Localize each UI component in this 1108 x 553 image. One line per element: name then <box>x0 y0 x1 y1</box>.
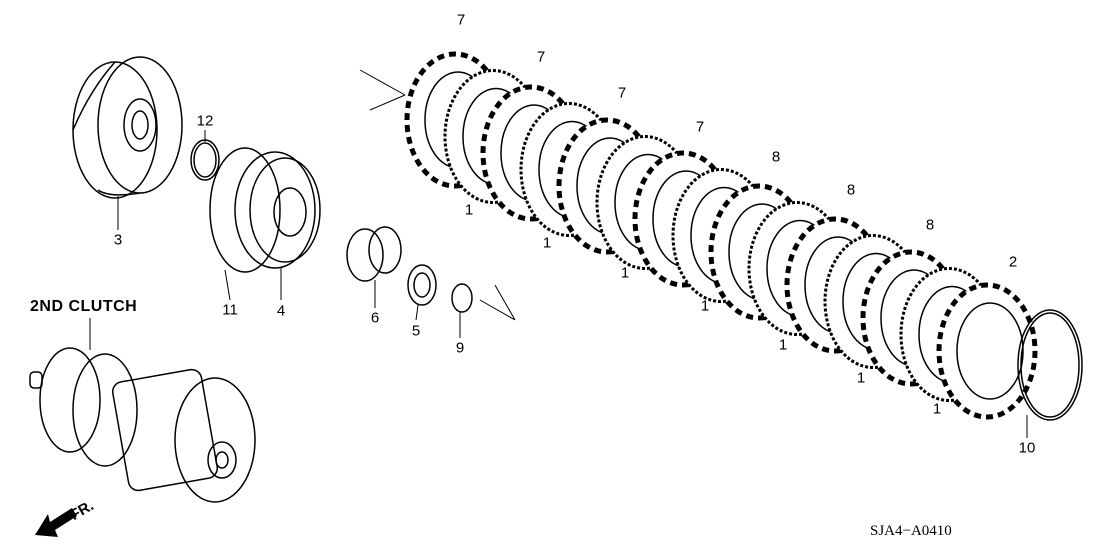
callout-1: 1 <box>700 297 710 315</box>
callout-7: 7 <box>456 11 466 29</box>
callout-7: 7 <box>617 84 627 102</box>
callout-8: 8 <box>925 216 935 234</box>
callout-1: 1 <box>620 264 630 282</box>
callout-1: 1 <box>778 336 788 354</box>
callout-2: 2 <box>1008 253 1018 271</box>
diagram-code: SJA4−A0410 <box>870 523 952 539</box>
snap-ring-part-10 <box>1017 309 1083 421</box>
clutch-plate-stack <box>404 51 1038 420</box>
piston-part-4-and-seal-11 <box>209 147 321 273</box>
plate-inner-edge <box>956 302 1024 400</box>
leader-lines <box>89 69 1028 438</box>
callout-10: 10 <box>1018 439 1036 457</box>
assembly-title: 2ND CLUTCH <box>30 298 138 315</box>
callout-1: 1 <box>932 400 942 418</box>
callout-9: 9 <box>455 339 465 357</box>
callout-8: 8 <box>771 148 781 166</box>
callout-4: 4 <box>276 302 286 320</box>
callout-1: 1 <box>856 369 866 387</box>
callout-6: 6 <box>370 309 380 327</box>
2nd-clutch-assembly <box>29 347 256 503</box>
callout-12: 12 <box>196 112 214 130</box>
callout-1: 1 <box>464 201 474 219</box>
callout-5: 5 <box>411 322 421 340</box>
callout-3: 3 <box>113 231 123 249</box>
callout-8: 8 <box>846 181 856 199</box>
callout-7: 7 <box>695 118 705 136</box>
callout-11: 11 <box>222 301 238 319</box>
callout-1: 1 <box>542 234 552 252</box>
clutch-drum-part-3 <box>72 56 183 199</box>
callout-7: 7 <box>536 48 546 66</box>
front-arrow-icon <box>35 508 77 537</box>
springs-part-6-5-9 <box>346 226 473 313</box>
o-ring-part-12 <box>190 139 220 181</box>
